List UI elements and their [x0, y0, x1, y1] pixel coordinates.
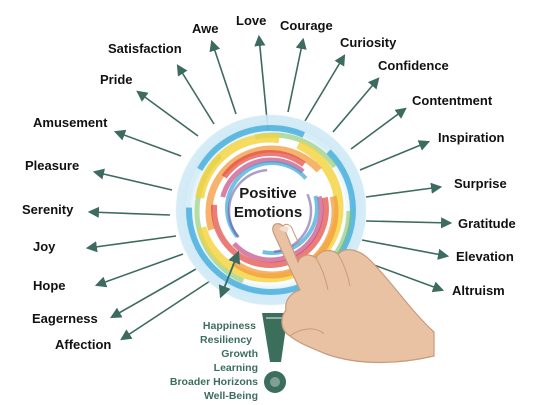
arrow-amusement — [113, 129, 182, 157]
emotion-label-awe: Awe — [192, 21, 219, 36]
emotion-label-joy: Joy — [33, 239, 56, 254]
emotion-label-amusement: Amusement — [33, 115, 108, 130]
emotion-label-gratitude: Gratitude — [458, 216, 516, 231]
center-title-line2: Emotions — [234, 204, 302, 221]
emotion-label-satisfaction: Satisfaction — [108, 41, 182, 56]
outcome-item: Broader Horizons — [170, 376, 258, 388]
emotion-label-confidence: Confidence — [378, 58, 449, 73]
outcome-item: Learning — [214, 362, 258, 374]
emotion-labels: Love Courage Curiosity Confidence Conten… — [22, 13, 516, 352]
emotion-label-affection: Affection — [55, 337, 111, 352]
arrow-gratitude — [365, 217, 453, 229]
arrow-eagerness — [110, 268, 197, 319]
emotion-label-surprise: Surprise — [454, 176, 507, 191]
emotion-label-pride: Pride — [100, 72, 133, 87]
arrow-hope — [94, 253, 184, 288]
emotion-label-curiosity: Curiosity — [340, 35, 397, 50]
arrow-inspiration — [359, 140, 431, 171]
emotion-label-love: Love — [236, 13, 266, 28]
arrow-joy — [85, 235, 177, 253]
arrow-curiosity — [304, 54, 346, 122]
arrow-confidence — [332, 77, 380, 133]
outcome-item: Happiness — [203, 320, 256, 332]
emotion-label-hope: Hope — [33, 278, 66, 293]
center-title-line1: Positive — [239, 185, 297, 202]
outcome-list: Happiness Resiliency Growth Learning Bro… — [170, 320, 258, 402]
emotion-label-contentment: Contentment — [412, 93, 493, 108]
arrow-elevation — [361, 239, 450, 260]
arrow-surprise — [365, 182, 443, 198]
emotion-label-courage: Courage — [280, 18, 333, 33]
outcome-item: Well-Being — [204, 390, 258, 402]
emotion-label-serenity: Serenity — [22, 202, 74, 217]
arrow-awe — [209, 39, 237, 115]
arrow-satisfaction — [176, 64, 215, 125]
outcome-item: Resiliency — [200, 334, 252, 346]
arrow-serenity — [87, 206, 171, 218]
arrow-pleasure — [92, 168, 173, 191]
pointing-hand-image — [272, 222, 435, 364]
emotion-arrows — [85, 34, 453, 341]
arrow-affection — [120, 280, 211, 341]
emotion-label-altruism: Altruism — [452, 283, 505, 298]
emotion-label-elevation: Elevation — [456, 249, 514, 264]
arrow-courage — [287, 37, 307, 113]
emotion-label-eagerness: Eagerness — [32, 311, 98, 326]
arrow-contentment — [350, 107, 407, 150]
emotion-label-inspiration: Inspiration — [438, 130, 505, 145]
exclamation-icon — [262, 313, 288, 393]
outcome-item: Growth — [221, 348, 258, 360]
arrow-to-outcomes — [218, 250, 241, 299]
arrow-pride — [136, 90, 199, 137]
emotion-label-pleasure: Pleasure — [25, 158, 79, 173]
